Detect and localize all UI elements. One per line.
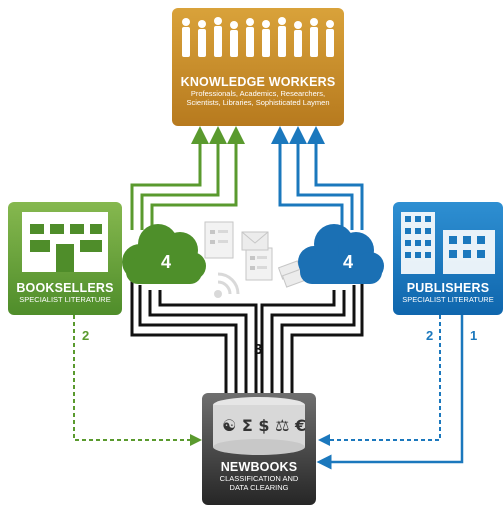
publishers-subtitle: SPECIALIST LITERATURE (402, 295, 494, 304)
data-exchange-icons (204, 221, 307, 298)
publishers-title: PUBLISHERS (406, 281, 490, 295)
newbooks-node: ☯ Σ $ ⚖ € NEWBOOKS CLASSIFICATION AND DA… (202, 393, 316, 505)
black-lines (130, 277, 364, 393)
cloud-left-label: 4 (161, 252, 172, 272)
blue-cloud (298, 224, 384, 284)
database-icon: ☯ Σ $ ⚖ € (213, 397, 306, 455)
newbooks-subtitle-1: CLASSIFICATION AND (219, 474, 299, 483)
newbooks-subtitle-2: DATA CLEARING (229, 483, 289, 492)
bookstore-icon (22, 212, 108, 272)
publishers-node: PUBLISHERS SPECIALIST LITERATURE (393, 202, 503, 315)
booksellers-title: BOOKSELLERS (16, 281, 114, 295)
rss-icon (214, 272, 240, 298)
document-icon-2 (245, 247, 273, 281)
knowledge-workers-title: KNOWLEDGE WORKERS (180, 75, 336, 89)
booksellers-node: BOOKSELLERS SPECIALIST LITERATURE (8, 202, 122, 315)
green-cloud (122, 224, 206, 284)
publishers-solid-link (316, 315, 464, 470)
publishers-dashed-label: 2 (426, 328, 434, 343)
center-label: 3 (254, 341, 263, 358)
knowledge-workers-node: KNOWLEDGE WORKERS Professionals, Academi… (172, 8, 344, 126)
symbol-icons: ☯ Σ $ ⚖ € (222, 416, 306, 435)
cloud-right-label: 4 (343, 252, 354, 272)
blue-lines (271, 126, 364, 230)
green-lines (130, 126, 245, 230)
mail-icon (241, 231, 269, 251)
people-icon (182, 17, 334, 57)
knowledge-workers-subtitle-1: Professionals, Academics, Researchers, (190, 89, 326, 98)
knowledge-workers-subtitle-2: Scientists, Libraries, Sophisticated Lay… (186, 98, 330, 107)
booksellers-link-label: 2 (82, 328, 90, 343)
buildings-icon (401, 212, 495, 274)
booksellers-dashed-link (73, 315, 202, 446)
booksellers-subtitle: SPECIALIST LITERATURE (19, 295, 111, 304)
newbooks-title: NEWBOOKS (220, 460, 298, 474)
publishers-solid-label: 1 (470, 328, 478, 343)
